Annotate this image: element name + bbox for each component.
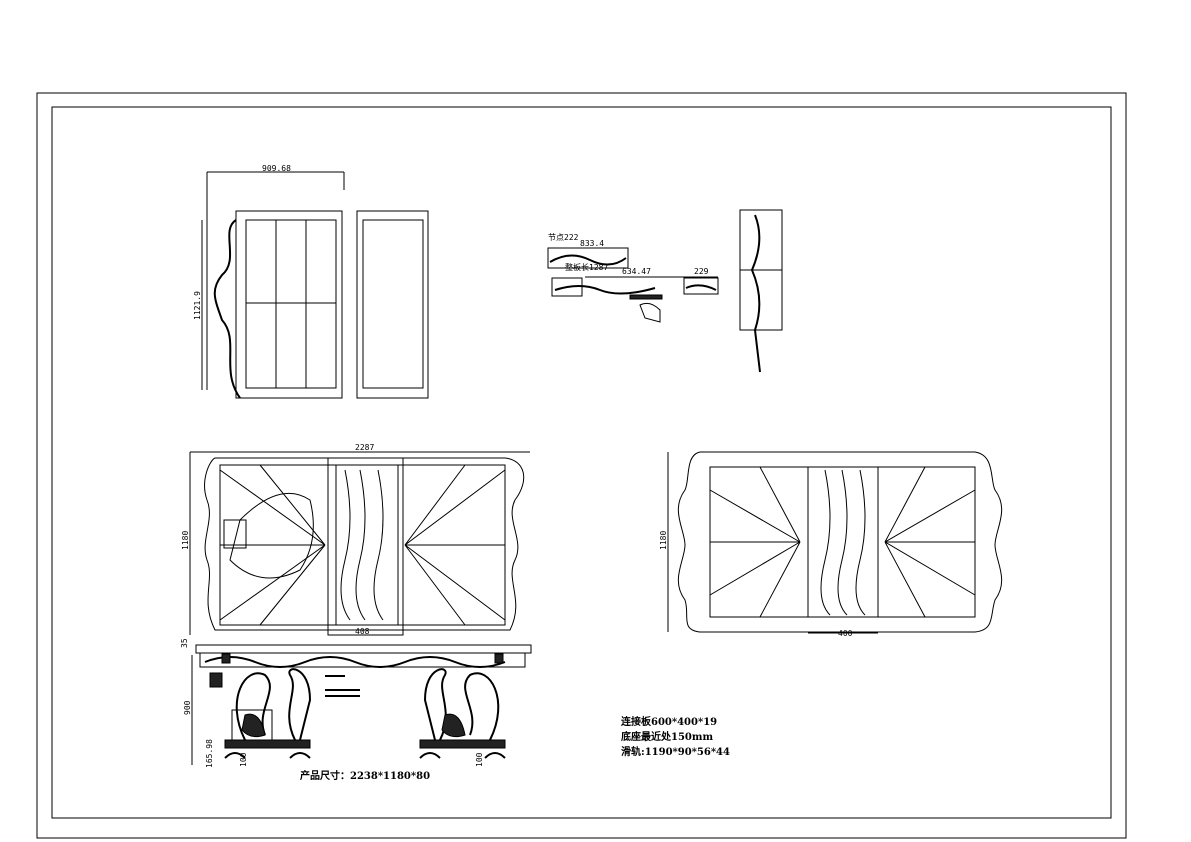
svg-text:900: 900 [183, 700, 192, 715]
svg-text:1180: 1180 [181, 531, 190, 550]
inner-border [51, 106, 1112, 819]
svg-text:400: 400 [838, 629, 853, 638]
product-size: 产品尺寸：2238*1180*80 [300, 769, 430, 782]
detail-view: 节点222 833.4 整板长1287 634.47 229 [547, 209, 783, 373]
side-view: 909.68 1121.9 [193, 164, 429, 399]
svg-text:100: 100 [239, 752, 248, 767]
table-top-view: 2287 1180 408 [181, 443, 530, 636]
svg-text:1180: 1180 [659, 531, 668, 550]
svg-text:229: 229 [694, 267, 709, 276]
note-base-distance: 底座最近处150mm [621, 730, 713, 743]
svg-text:408: 408 [355, 627, 370, 636]
dim-side-width: 909.68 [262, 164, 291, 173]
detail-node: 节点222 [548, 233, 579, 242]
svg-text:整板长1287: 整板长1287 [565, 262, 608, 272]
table-top-view-right: 1180 400 [659, 451, 1003, 638]
dim-side-height: 1121.9 [193, 291, 202, 320]
note-connector-plate: 连接板600*400*19 [621, 715, 717, 728]
svg-text:165.98: 165.98 [205, 739, 214, 768]
front-elevation: 35 900 165.98 100 100 产品尺寸：2238*1180*80 [180, 638, 532, 782]
notes: 连接板600*400*19 底座最近处150mm 滑轨:1190*90*56*4… [621, 715, 730, 758]
outer-border [36, 92, 1127, 839]
svg-text:35: 35 [180, 638, 189, 648]
note-slide-rail: 滑轨:1190*90*56*44 [621, 745, 730, 758]
dim-top-width: 2287 [355, 443, 374, 452]
svg-text:634.47: 634.47 [622, 267, 651, 276]
svg-text:833.4: 833.4 [580, 239, 604, 248]
svg-text:100: 100 [475, 752, 484, 767]
